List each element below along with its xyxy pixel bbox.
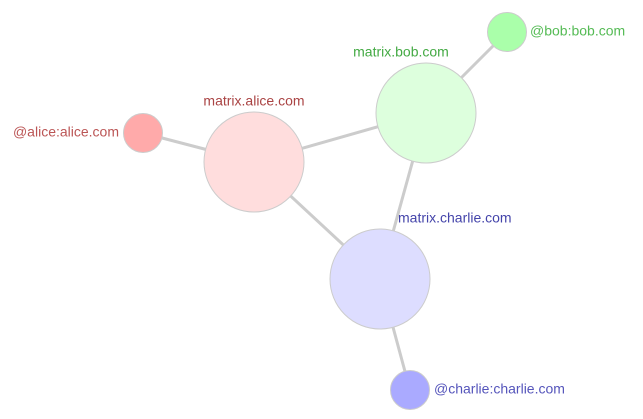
server-label-charlie: matrix.charlie.com: [398, 210, 512, 226]
user-label-alice: @alice:alice.com: [13, 124, 119, 140]
user-node-bob[interactable]: [487, 12, 527, 52]
labels-layer: matrix.alice.com matrix.bob.com matrix.cha…: [13, 23, 625, 397]
user-node-alice[interactable]: [123, 113, 163, 153]
server-node-charlie[interactable]: [329, 228, 431, 330]
user-label-charlie: @charlie:charlie.com: [434, 381, 565, 397]
nodes-layer: [123, 12, 527, 410]
server-label-bob: matrix.bob.com: [353, 44, 449, 60]
server-node-bob[interactable]: [375, 62, 477, 164]
user-node-charlie[interactable]: [390, 370, 430, 410]
user-label-bob: @bob:bob.com: [530, 23, 625, 39]
server-label-alice: matrix.alice.com: [203, 93, 304, 109]
server-node-alice[interactable]: [203, 111, 305, 213]
